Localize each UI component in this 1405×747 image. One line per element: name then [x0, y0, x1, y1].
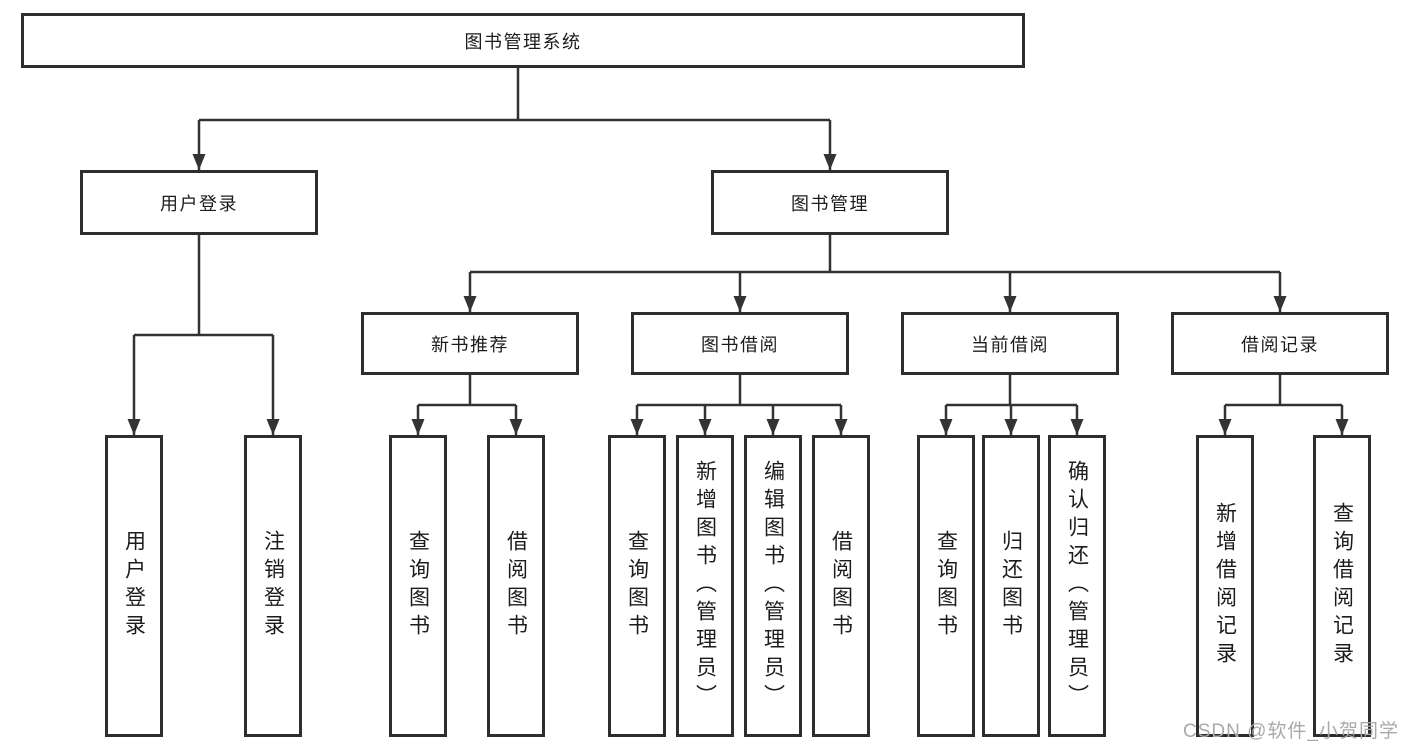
leaf-label: 借阅图书: [829, 530, 853, 642]
leaf-newrec-borrow-books: 借阅图书: [487, 435, 545, 737]
leaf-borrow-add-books-admin: 新增图书（管理员）: [676, 435, 734, 737]
leaf-label: 新增图书（管理员）: [693, 460, 717, 712]
leaf-borrow-borrow-books: 借阅图书: [812, 435, 870, 737]
connector-group: [127, 68, 1349, 435]
leaf-label: 查询借阅记录: [1330, 502, 1354, 670]
leaf-records-add-record: 新增借阅记录: [1196, 435, 1254, 737]
leaf-user-login: 用户登录: [105, 435, 163, 737]
leaf-current-return-books: 归还图书: [982, 435, 1040, 737]
leaf-label: 借阅图书: [504, 530, 528, 642]
node-new-book-recommend: 新书推荐: [361, 312, 579, 375]
leaf-label: 用户登录: [122, 530, 146, 642]
leaf-current-confirm-return-admin: 确认归还（管理员）: [1048, 435, 1106, 737]
leaf-records-query-record: 查询借阅记录: [1313, 435, 1371, 737]
node-current-borrow: 当前借阅: [901, 312, 1119, 375]
leaf-borrow-query-books: 查询图书: [608, 435, 666, 737]
node-root-library-system: 图书管理系统: [21, 13, 1025, 68]
leaf-label: 新增借阅记录: [1213, 502, 1237, 670]
leaf-label: 归还图书: [999, 530, 1023, 642]
leaf-label: 查询图书: [934, 530, 958, 642]
node-book-management: 图书管理: [711, 170, 949, 235]
leaf-label: 注销登录: [261, 530, 285, 642]
leaf-label: 查询图书: [625, 530, 649, 642]
leaf-current-query-books: 查询图书: [917, 435, 975, 737]
leaf-label: 编辑图书（管理员）: [761, 460, 785, 712]
leaf-label: 确认归还（管理员）: [1065, 460, 1089, 712]
leaf-newrec-query-books: 查询图书: [389, 435, 447, 737]
node-book-borrow: 图书借阅: [631, 312, 849, 375]
node-user-login: 用户登录: [80, 170, 318, 235]
node-borrow-records: 借阅记录: [1171, 312, 1389, 375]
leaf-label: 查询图书: [406, 530, 430, 642]
csdn-watermark: CSDN @软件_小贺同学: [1183, 721, 1399, 742]
leaf-borrow-edit-books-admin: 编辑图书（管理员）: [744, 435, 802, 737]
leaf-logout: 注销登录: [244, 435, 302, 737]
